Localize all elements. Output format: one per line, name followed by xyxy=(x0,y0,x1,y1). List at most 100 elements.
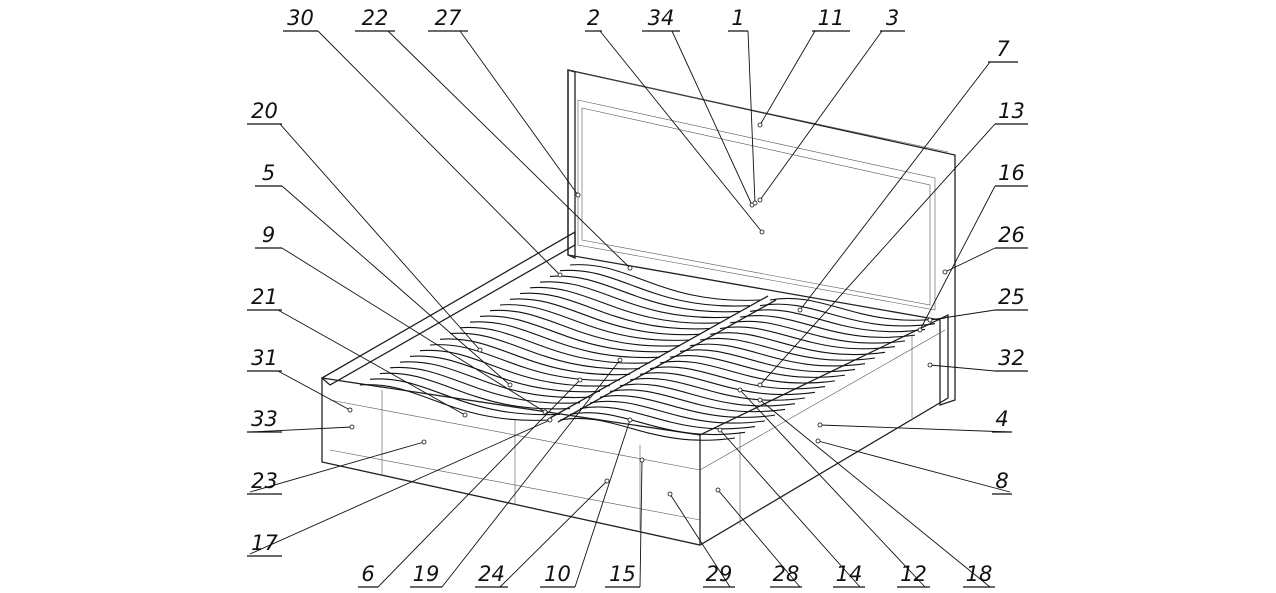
callout-11: 11 xyxy=(757,6,850,128)
leader-line xyxy=(759,30,883,201)
leader-line xyxy=(441,359,621,588)
leader-point xyxy=(507,382,513,388)
slat xyxy=(549,275,741,313)
callout-29: 29 xyxy=(667,491,735,588)
reference-numeral: 12 xyxy=(900,562,927,586)
slat xyxy=(709,332,886,356)
slat xyxy=(719,326,896,350)
callout-32: 32 xyxy=(927,346,1028,372)
leader-line xyxy=(639,459,643,588)
leader-point xyxy=(575,192,581,198)
leader-point xyxy=(717,427,723,433)
slat xyxy=(629,377,806,401)
slat xyxy=(659,360,836,384)
callout-13: 13 xyxy=(757,99,1028,388)
leader-point xyxy=(639,457,645,463)
slat xyxy=(639,372,816,396)
leader-point xyxy=(817,422,823,428)
reference-numeral: 24 xyxy=(478,562,505,586)
leader-point xyxy=(604,478,610,484)
callout-24: 24 xyxy=(475,478,610,588)
leader-point xyxy=(715,487,721,493)
callout-9: 9 xyxy=(255,223,548,415)
reference-numeral: 4 xyxy=(995,407,1008,431)
reference-numeral: 7 xyxy=(996,37,1010,61)
leader-point xyxy=(547,417,553,423)
reference-numeral: 20 xyxy=(251,99,278,123)
leader-line xyxy=(277,370,351,411)
reference-numeral: 27 xyxy=(435,6,462,30)
callout-18: 18 xyxy=(757,397,995,588)
reference-numeral: 2 xyxy=(587,6,600,30)
leader-point xyxy=(757,397,763,403)
reference-numeral: 29 xyxy=(706,562,733,586)
callout-10: 10 xyxy=(540,417,633,588)
leader-point xyxy=(917,327,923,333)
reference-numeral: 15 xyxy=(609,562,636,586)
slat xyxy=(609,389,786,413)
callout-15: 15 xyxy=(605,457,645,588)
callout-22: 22 xyxy=(355,6,633,271)
leader-point xyxy=(927,362,933,368)
callout-1: 1 xyxy=(728,6,758,206)
reference-numeral: 5 xyxy=(262,161,275,185)
callout-25: 25 xyxy=(927,285,1028,323)
leader-point xyxy=(462,412,468,418)
leader-line xyxy=(499,480,608,588)
callout-19: 19 xyxy=(410,357,623,588)
leader-line xyxy=(944,247,996,273)
slat xyxy=(729,320,906,344)
reference-numeral: 1 xyxy=(731,6,744,30)
slat xyxy=(579,406,756,430)
slat xyxy=(699,337,876,361)
slat xyxy=(469,321,661,359)
bed-drawing xyxy=(320,69,956,546)
callout-6: 6 xyxy=(358,377,583,588)
slat xyxy=(359,384,551,421)
slat xyxy=(449,332,641,370)
leader-line xyxy=(459,30,579,196)
leader-line xyxy=(281,247,546,413)
leader-point xyxy=(942,269,948,275)
leader-point xyxy=(759,229,765,235)
slat xyxy=(759,303,936,327)
slat xyxy=(429,344,621,381)
slat xyxy=(489,309,681,347)
reference-numeral: 16 xyxy=(998,161,1025,185)
leader-line xyxy=(599,30,763,233)
reference-numeral: 13 xyxy=(998,99,1025,123)
leader-line xyxy=(671,30,753,206)
reference-numeral: 31 xyxy=(251,346,278,370)
leader-point xyxy=(927,317,933,323)
callout-28: 28 xyxy=(715,487,802,588)
bed-base xyxy=(321,313,949,546)
slat xyxy=(369,378,561,416)
leader-line xyxy=(747,30,756,204)
reference-numeral: 9 xyxy=(262,223,275,247)
slat xyxy=(379,372,571,410)
slat xyxy=(419,349,611,387)
slat xyxy=(539,281,731,319)
leader-point xyxy=(477,347,483,353)
slat xyxy=(589,400,766,424)
leader-line xyxy=(377,379,581,588)
callout-21: 21 xyxy=(247,285,468,418)
leader-point xyxy=(557,272,563,278)
leader-point xyxy=(737,387,743,393)
reference-numeral: 30 xyxy=(287,6,314,30)
leader-line xyxy=(717,489,801,588)
leader-line xyxy=(249,426,353,433)
leader-line xyxy=(317,30,561,276)
slat xyxy=(749,309,926,333)
leader-line xyxy=(759,399,991,588)
slat xyxy=(679,349,856,373)
reference-numeral: 33 xyxy=(251,407,278,431)
slat xyxy=(399,361,591,399)
leader-line xyxy=(387,30,631,269)
callout-12: 12 xyxy=(737,387,930,588)
leader-point xyxy=(752,200,758,206)
slat xyxy=(439,338,631,376)
callout-5: 5 xyxy=(255,161,513,388)
leader-line xyxy=(759,123,996,386)
leader-point xyxy=(577,377,583,383)
